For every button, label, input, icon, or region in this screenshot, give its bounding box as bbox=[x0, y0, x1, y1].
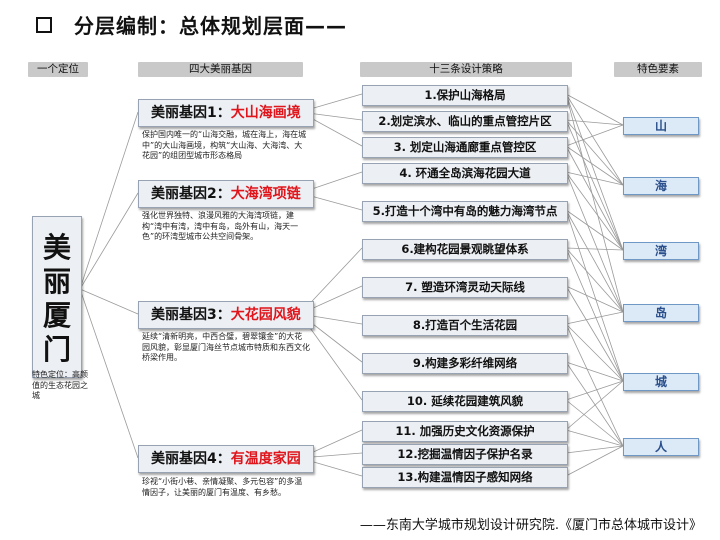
connector-line bbox=[565, 323, 624, 382]
connector-line bbox=[565, 171, 624, 186]
feature-city: 城 bbox=[623, 373, 699, 391]
connector-line bbox=[565, 145, 624, 186]
connector-line bbox=[565, 209, 624, 251]
title-text: 分层编制：总体规划层面—— bbox=[74, 14, 347, 38]
connector-line bbox=[565, 93, 624, 186]
strategy-box-9: 9.构建多彩纤维网络 bbox=[362, 353, 568, 374]
connector-line bbox=[565, 119, 624, 186]
connector-line bbox=[565, 93, 624, 126]
main-char: 门 bbox=[42, 333, 71, 366]
strategy-box-7: 7. 塑造环湾灵动天际线 bbox=[362, 277, 568, 298]
connector-line bbox=[565, 247, 624, 313]
header-positioning: 一个定位 bbox=[28, 62, 88, 77]
source-credit: ——东南大学城市规划设计研究院.《厦门市总体城市设计》 bbox=[359, 518, 702, 533]
connector-line bbox=[565, 124, 624, 147]
header-features: 特色要素 bbox=[614, 62, 702, 77]
connector-line bbox=[565, 445, 624, 454]
gene-box-4: 美丽基因4：有温度家园 bbox=[138, 445, 314, 473]
connector-line bbox=[565, 399, 624, 447]
positioning-note: 特色定位：高颜值的生态花园之城 bbox=[32, 370, 88, 400]
connector-line bbox=[79, 111, 139, 290]
connector-line bbox=[565, 93, 624, 251]
connector-line bbox=[565, 361, 624, 382]
strategy-box-1: 1.保护山海格局 bbox=[362, 85, 568, 106]
connector-line bbox=[565, 119, 624, 251]
strategy-box-5: 5.打造十个湾中有岛的魅力海湾节点 bbox=[362, 201, 568, 222]
feature-island: 岛 bbox=[623, 304, 699, 322]
main-title-box: 美 丽 厦 门 bbox=[32, 216, 82, 378]
connector-line bbox=[565, 247, 624, 382]
connector-line bbox=[565, 285, 624, 313]
main-char: 厦 bbox=[42, 299, 71, 332]
connector-line bbox=[565, 145, 624, 251]
gene-desc-1: 保护国内唯一的“山海交融，城在海上，海在城中”的大山海画境，构筑“大山海、大海湾… bbox=[142, 130, 307, 160]
strategy-box-2: 2.划定滨水、临山的重点管控片区 bbox=[362, 111, 568, 132]
connector-line bbox=[565, 380, 624, 431]
connector-line bbox=[565, 171, 624, 251]
gene-prefix: 美丽基因3： bbox=[151, 307, 231, 323]
gene-prefix: 美丽基因2： bbox=[151, 186, 231, 202]
connector-line bbox=[565, 380, 624, 401]
gene-box-1: 美丽基因1：大山海画境 bbox=[138, 99, 314, 127]
gene-prefix: 美丽基因1： bbox=[151, 105, 231, 121]
connector-line bbox=[565, 361, 624, 447]
gene-box-2: 美丽基因2：大海湾项链 bbox=[138, 180, 314, 208]
gene-name: 大山海画境 bbox=[230, 105, 301, 121]
gene-desc-3: 延续“清新明亮，中西合璧，碧翠镶金”的大花园风貌，彰显厦门海丝节点城市特质和东西… bbox=[142, 332, 310, 362]
gene-desc-4: 珍视“小街小巷、亲情凝聚、多元包容”的多温情因子，让美丽的厦门有温度、有乡愁。 bbox=[142, 477, 303, 497]
checkbox-square-icon bbox=[36, 16, 52, 33]
feature-bay: 湾 bbox=[623, 242, 699, 260]
gene-box-3: 美丽基因3：大花园风貌 bbox=[138, 301, 314, 329]
connector-line bbox=[565, 445, 624, 477]
main-char: 美 bbox=[42, 231, 71, 264]
connector-line bbox=[565, 311, 624, 325]
connector-line bbox=[565, 429, 624, 447]
connector-line bbox=[79, 192, 139, 290]
feature-sea: 海 bbox=[623, 177, 699, 195]
header-genes: 四大美丽基因 bbox=[138, 62, 303, 77]
connector-line bbox=[565, 285, 624, 382]
gene-name: 大花园风貌 bbox=[230, 307, 301, 323]
strategy-box-13: 13.构建温情因子感知网络 bbox=[362, 467, 568, 488]
gene-prefix: 美丽基因4： bbox=[151, 451, 231, 467]
connector-line bbox=[565, 247, 624, 251]
connector-line bbox=[79, 288, 139, 315]
feature-people: 人 bbox=[623, 438, 699, 456]
gene-name: 大海湾项链 bbox=[230, 186, 301, 202]
connector-line bbox=[79, 288, 139, 459]
strategy-box-12: 12.挖掘温情因子保护名录 bbox=[362, 444, 568, 465]
connector-line bbox=[565, 209, 624, 382]
gene-name: 有温度家园 bbox=[230, 451, 301, 467]
connector-line bbox=[565, 119, 624, 126]
strategy-box-6: 6.建构花园景观眺望体系 bbox=[362, 239, 568, 260]
header-strategies: 十三条设计策略 bbox=[360, 62, 572, 77]
connector-line bbox=[565, 171, 624, 313]
strategy-box-4: 4. 环通全岛滨海花园大道 bbox=[362, 163, 568, 184]
connector-line bbox=[565, 209, 624, 313]
gene-desc-2: 强化世界独特、浪漫风雅的大海湾项链，建构“湾中有湾，湾中有岛，岛外有山，海天一色… bbox=[142, 211, 299, 241]
strategy-box-3: 3. 划定山海通廊重点管控区 bbox=[362, 137, 568, 158]
strategy-box-10: 10. 延续花园建筑风貌 bbox=[362, 391, 568, 412]
main-char: 丽 bbox=[42, 265, 71, 298]
connector-line bbox=[565, 93, 624, 313]
page-title: 分层编制：总体规划层面—— bbox=[36, 10, 347, 39]
strategy-box-8: 8.打造百个生活花园 bbox=[362, 315, 568, 336]
feature-mountain: 山 bbox=[623, 117, 699, 135]
strategy-box-11: 11. 加强历史文化资源保护 bbox=[362, 421, 568, 442]
connector-line bbox=[565, 323, 624, 447]
